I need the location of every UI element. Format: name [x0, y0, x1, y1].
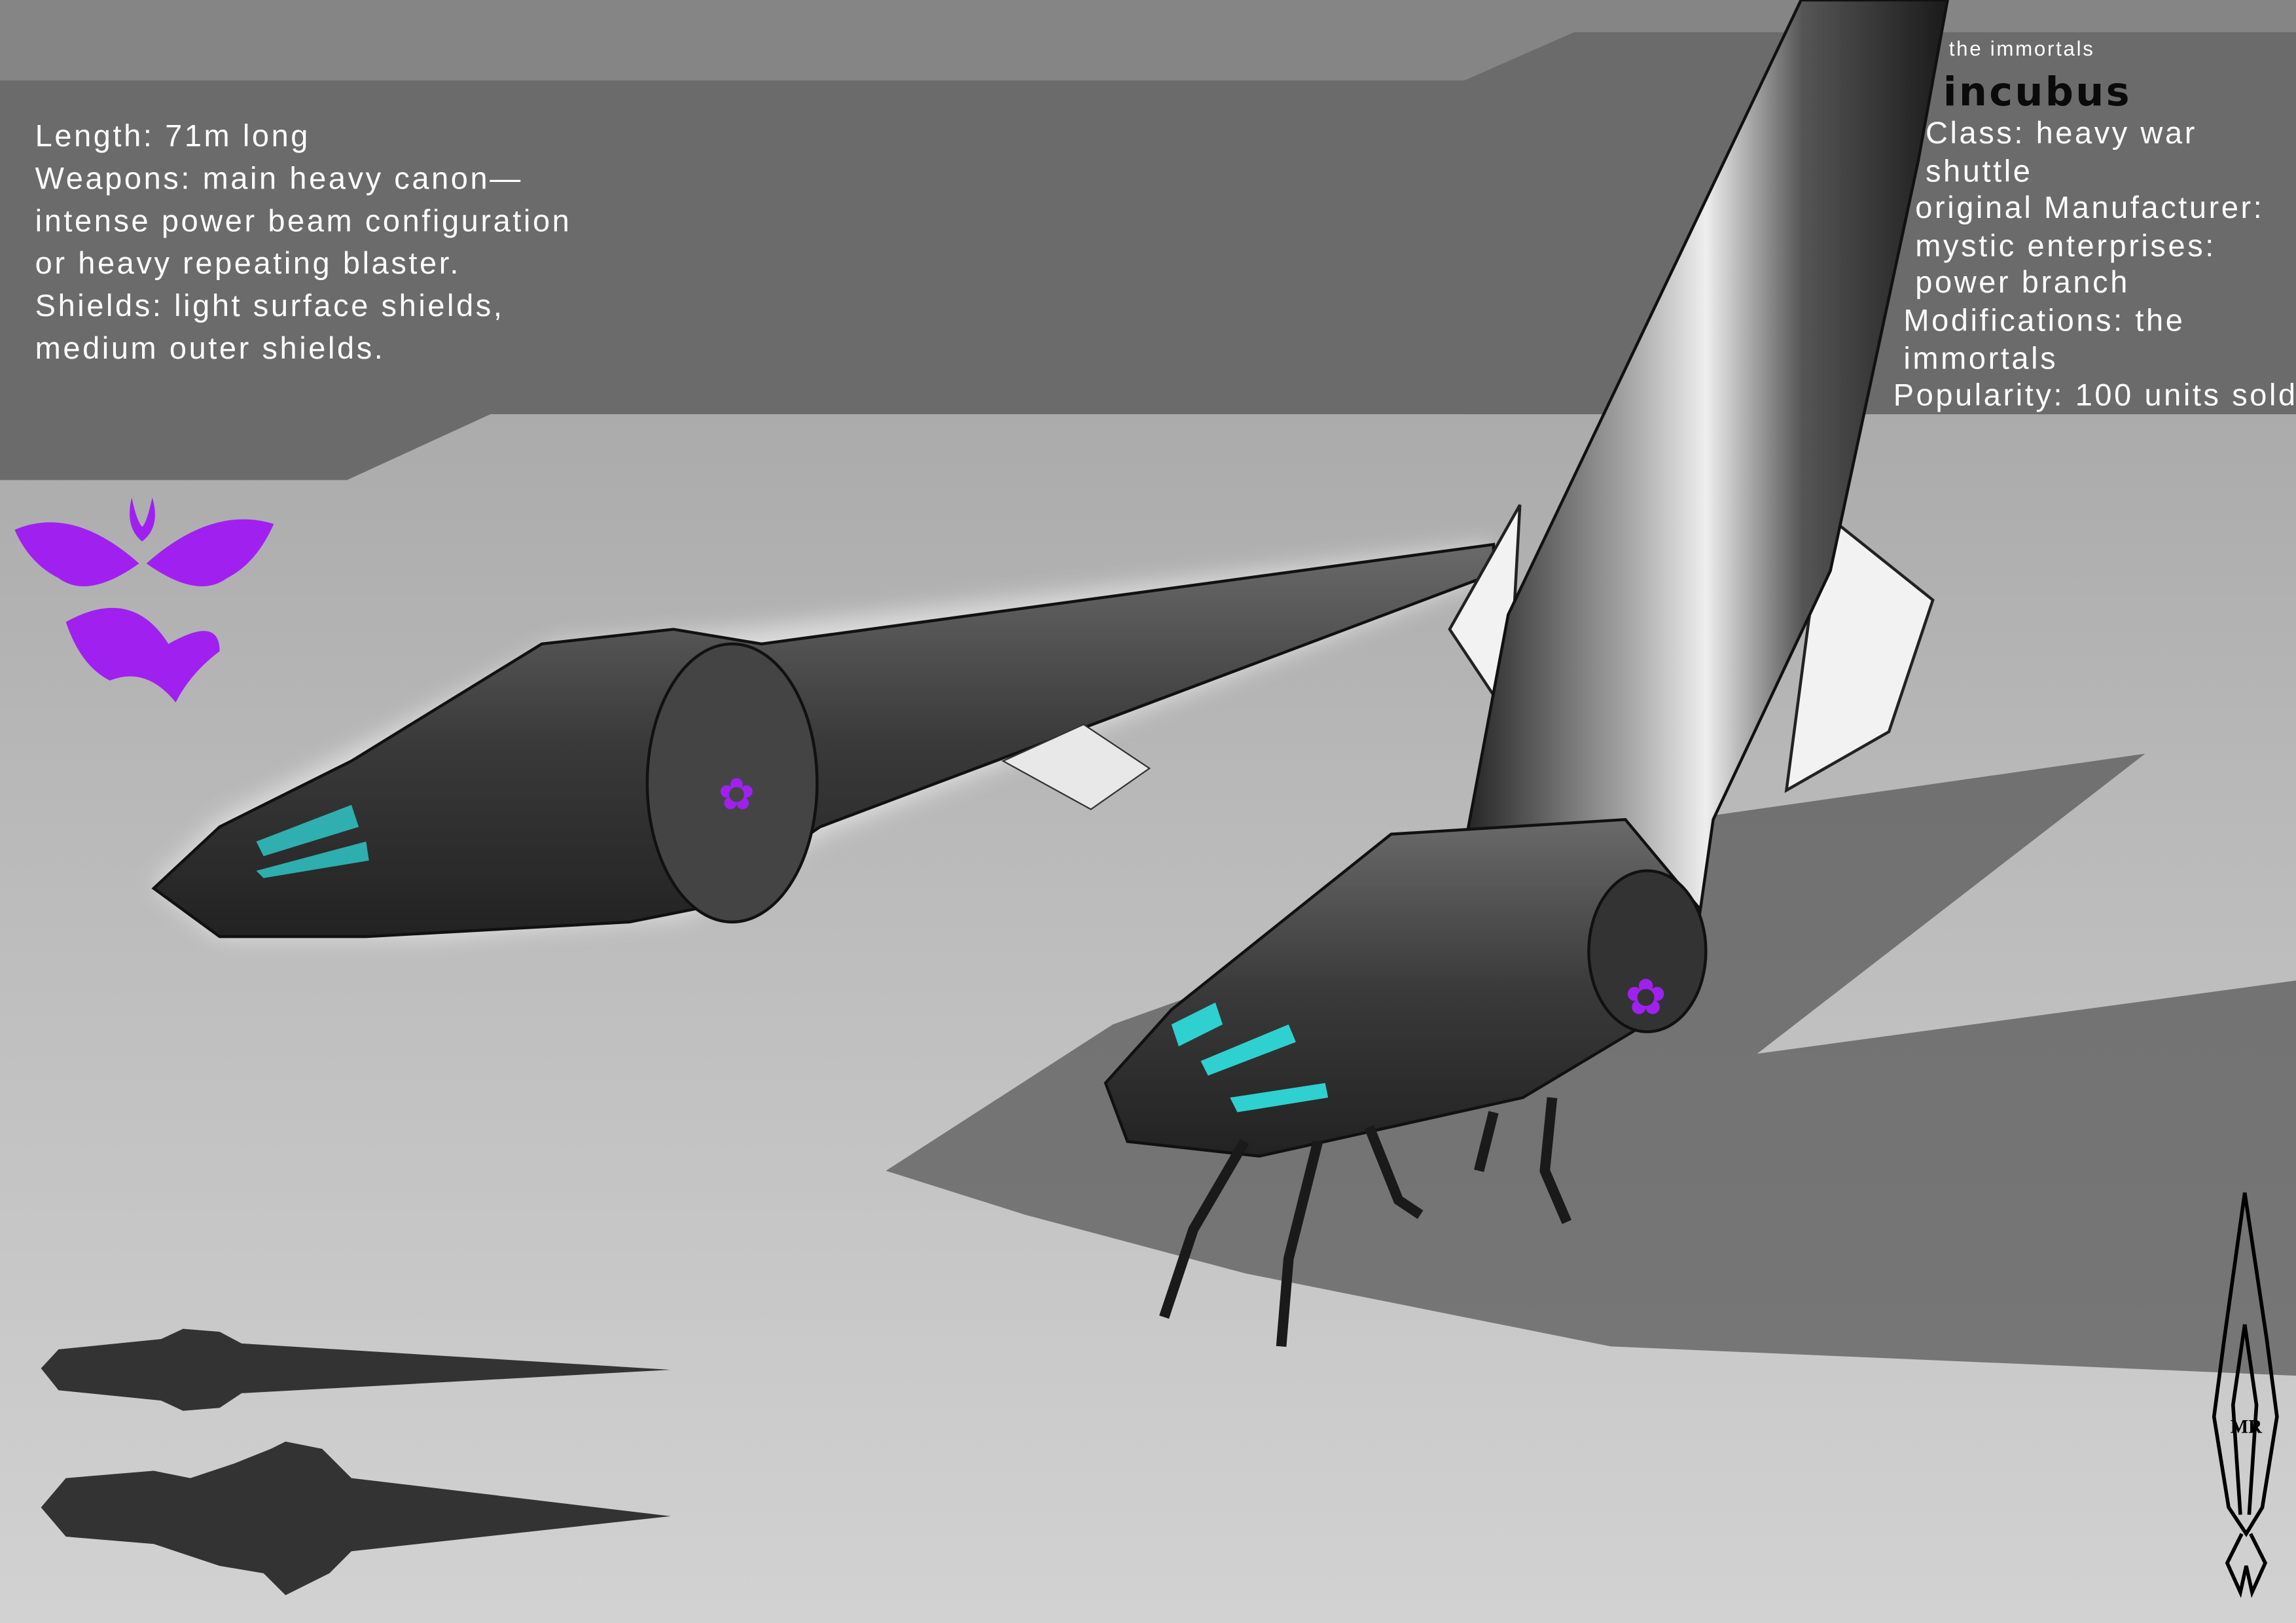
ship-shadow — [886, 753, 2296, 1376]
spec-modifications: Modifications: the — [1903, 302, 2185, 337]
ship-landed-view: ✿ — [1103, 0, 1949, 1347]
spec-class: Class: heavy war — [1926, 115, 2197, 150]
faction-emblem — [14, 497, 274, 703]
silhouette-top — [41, 1329, 671, 1411]
ship-side-view: ✿ — [151, 543, 1496, 938]
spec-class-cont: shuttle — [1926, 153, 2032, 188]
spec-manufacturer-cont: mystic enterprises: — [1915, 228, 2216, 262]
left-specs: Length: 71m long Weapons: main heavy can… — [35, 118, 572, 365]
spec-weapons-cont2: or heavy repeating blaster. — [35, 245, 461, 280]
spec-manufacturer: original Manufacturer: — [1915, 190, 2264, 224]
spec-weapons: Weapons: main heavy canon— — [35, 160, 523, 195]
signature-text: MR — [2231, 1416, 2263, 1437]
emblem-mark-icon: ✿ — [1625, 971, 1667, 1026]
spec-weapons-cont: intense power beam configuration — [35, 203, 572, 238]
spec-modifications-cont: immortals — [1903, 341, 2058, 376]
spec-shields-cont: medium outer shields. — [35, 330, 386, 365]
spec-shields: Shields: light surface shields, — [35, 288, 505, 323]
faction-label: the immortals — [1949, 37, 2095, 60]
landing-gear — [1159, 1097, 1572, 1347]
artist-signature-logo: MR — [2212, 1192, 2279, 1598]
silhouette-side — [41, 1441, 671, 1596]
ship-name: incubus — [1943, 69, 2132, 115]
spec-length: Length: 71m long — [35, 118, 310, 153]
spec-manufacturer-cont2: power branch — [1915, 264, 2130, 299]
emblem-mark-icon: ✿ — [718, 770, 755, 819]
spec-popularity: Popularity: 100 units sold — [1893, 377, 2296, 412]
right-specs: the immortals incubus Class: heavy war s… — [1893, 37, 2296, 412]
